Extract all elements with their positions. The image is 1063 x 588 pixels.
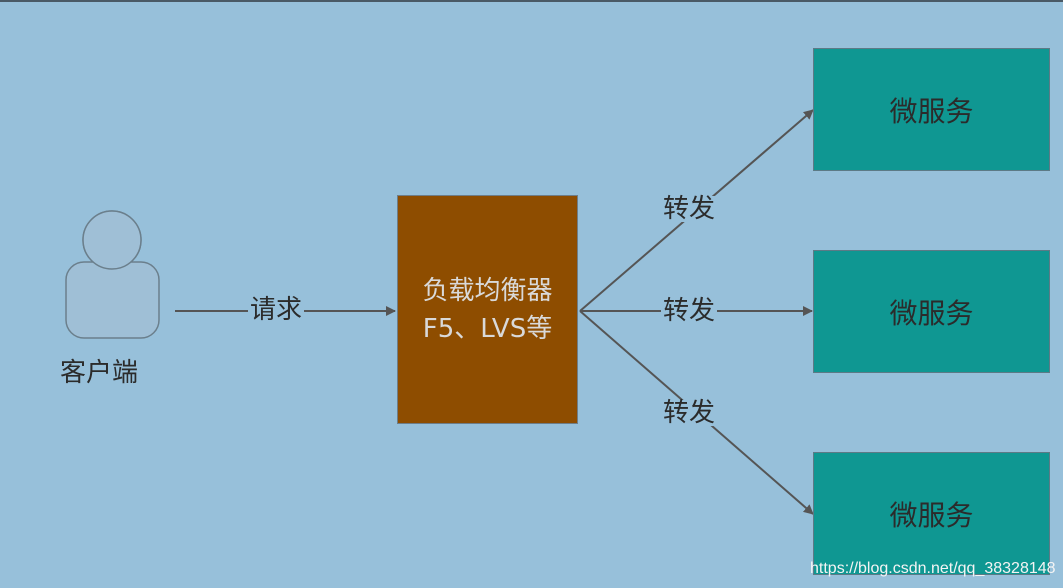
microservice-label: 微服务 xyxy=(889,296,974,330)
user-icon xyxy=(65,210,160,339)
load-balancer-title: 负载均衡器 xyxy=(422,275,553,306)
load-balancer-subtitle: F5、LVS等 xyxy=(422,313,553,344)
forward-label-top: 转发 xyxy=(661,194,718,224)
microservice-box-1: 微服务 xyxy=(813,48,1050,171)
microservice-label: 微服务 xyxy=(889,498,974,532)
top-border xyxy=(0,0,1063,2)
forward-label-bottom: 转发 xyxy=(661,398,718,428)
watermark: https://blog.csdn.net/qq_38328148 xyxy=(810,560,1056,577)
forward-label-middle: 转发 xyxy=(661,296,718,326)
microservice-box-2: 微服务 xyxy=(813,250,1050,373)
load-balancer-box: 负载均衡器 F5、LVS等 xyxy=(397,195,578,424)
microservice-label: 微服务 xyxy=(889,94,974,128)
microservice-box-3: 微服务 xyxy=(813,452,1050,575)
request-label: 请求 xyxy=(248,295,305,325)
client-label: 客户端 xyxy=(60,358,139,388)
